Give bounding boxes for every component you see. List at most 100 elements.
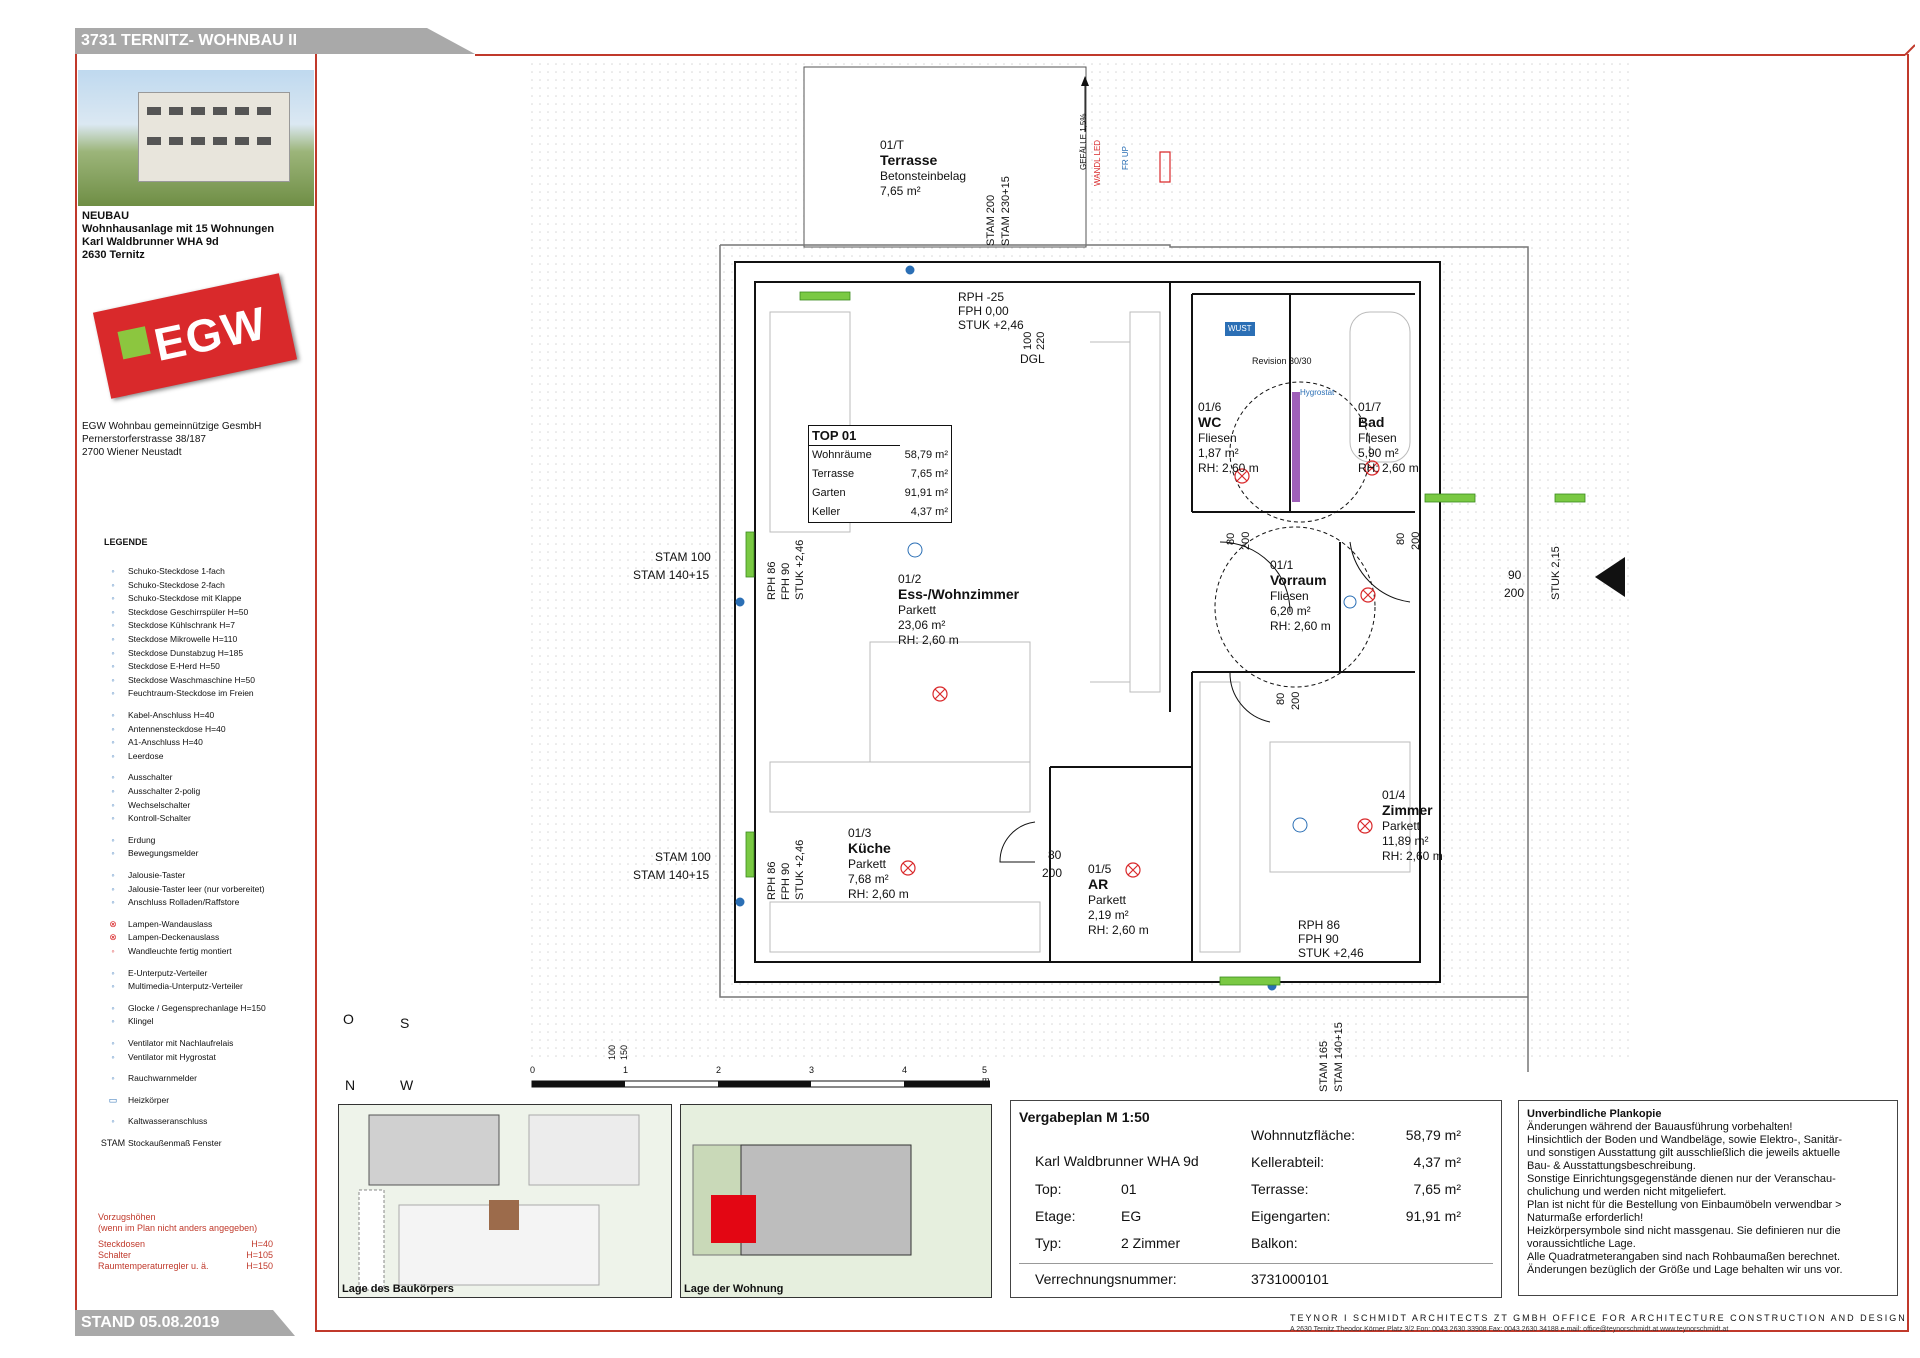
minimap-building-caption: Lage des Baukörpers [342, 1283, 454, 1295]
room-ar-nr: 01/5 [1088, 862, 1112, 876]
room-vorraum-rh: RH: 2,60 m [1270, 619, 1331, 633]
project-line-1: NEUBAU [82, 210, 130, 222]
legend-item-label: Jalousie-Taster [128, 870, 186, 880]
notes-line: Heizkörpersymbole sind nicht massgenau. … [1527, 1225, 1841, 1237]
room-kueche-name: Küche [848, 840, 891, 856]
legend-item: ◦Ventilator mit Hygrostat [98, 1052, 215, 1062]
info-right-label: Terrasse: [1251, 1181, 1309, 1197]
room-terrasse-nr: 01/T [880, 138, 905, 152]
info-right-value: 4,37 m² [1413, 1154, 1461, 1170]
vz-sub: (wenn im Plan nicht anders angegeben) [98, 1223, 258, 1233]
notes-line: Änderungen bezüglich der Größe und Lage … [1527, 1264, 1843, 1276]
legend-item: ◦ Antennensteckdose H=40 [98, 723, 226, 734]
legend-item-label: Stockaußenmaß Fenster [128, 1138, 222, 1148]
legend-symbol-icon: ◦ [111, 593, 115, 604]
label-gefaelle: GEFÄLLE 1,5% [1079, 113, 1088, 170]
room-ar-mat: Parkett [1088, 893, 1127, 907]
legend-symbol-icon: ◦ [111, 1073, 115, 1084]
vorzugshoehen: Vorzugshöhen (wenn im Plan nicht anders … [98, 1212, 273, 1272]
legend-item: ◦Ausschalter [98, 772, 172, 782]
legend-symbol-icon: ◦ [111, 723, 115, 734]
legend-item: ◦Klingel [98, 1016, 153, 1026]
room-kueche-area: 7,68 m² [848, 872, 889, 886]
info-right-value: 91,91 m² [1405, 1208, 1461, 1224]
legend-item-label: Antennensteckdose H=40 [128, 723, 226, 734]
info-right-label: Balkon: [1251, 1235, 1298, 1251]
notes-line: Naturmaße erforderlich! [1527, 1212, 1644, 1224]
dim-stam140-a: STAM 140+15 [633, 568, 710, 582]
room-wc-name: WC [1198, 414, 1222, 430]
top-row-label: Garten [812, 487, 846, 499]
room-terrasse-name: Terrasse [880, 152, 938, 168]
company-address: EGW Wohnbau gemeinnützige GesmbH Perners… [82, 420, 261, 459]
legend-symbol-icon: ◦ [111, 674, 115, 685]
legend-symbol-icon: ◦ [111, 606, 115, 617]
legend-symbol-icon: ◦ [111, 772, 115, 783]
legend-item: ◦Multimedia-Unterputz-Verteiler [98, 981, 242, 991]
dim-150: 150 [619, 1044, 629, 1060]
scale-label: 0 [530, 1065, 536, 1075]
project-line-4: 2630 Ternitz [82, 249, 145, 261]
dim-wc-200: 200 [1240, 531, 1252, 550]
legend-item-label: Lampen-Deckenauslass [128, 932, 220, 943]
room-vorraum-area: 6,20 m² [1270, 604, 1311, 618]
dim-stuk-a: STUK +2,46 [794, 539, 806, 600]
legend-item-label: Kontroll-Schalter [128, 813, 191, 824]
legend-item-label: Kaltwasseranschluss [128, 1116, 208, 1127]
legend-symbol-icon: STAM [100, 1138, 126, 1148]
dim-stam140-c: STAM 140+15 [1333, 1022, 1345, 1092]
dim-100-b: 100 [607, 1044, 617, 1060]
dim-fph: FPH 0,00 [958, 304, 1009, 318]
legend-item: ◦Steckdose Dunstabzug H=185 [98, 648, 243, 658]
legend-item-label: Ausschalter 2-polig [128, 786, 201, 796]
room-wc-area: 1,87 m² [1198, 446, 1239, 460]
room-ar: 01/5 AR Parkett 2,19 m² RH: 2,60 m [1088, 862, 1149, 938]
room-wohn-mat: Parkett [898, 603, 937, 617]
dim-rph86-c: RPH 86 [1298, 918, 1341, 932]
room-ar-rh: RH: 2,60 m [1088, 923, 1149, 937]
legend-symbol-icon: ◦ [111, 1038, 115, 1048]
info-row-value: 01 [1121, 1181, 1137, 1197]
room-terrasse: 01/T Terrasse Betonsteinbelag 7,65 m² [880, 138, 966, 199]
dim-rph: RPH -25 [958, 290, 1005, 304]
dim-ar-200: 200 [1042, 866, 1063, 880]
legend-item-label: Jalousie-Taster leer (nur vorbereitet) [128, 883, 265, 894]
info-right-label: Kellerabteil: [1251, 1154, 1325, 1170]
room-bad-area: 5,90 m² [1358, 446, 1399, 460]
legend-item-label: Wandleuchte fertig montiert [128, 946, 232, 956]
notes-line: Sonstige Einrichtungsgegenstände dienen … [1527, 1173, 1836, 1185]
room-kueche-mat: Parkett [848, 857, 887, 871]
notes-line: und sonstigen Ausstattung gilt ausschlie… [1527, 1147, 1841, 1159]
room-zimmer: 01/4 Zimmer Parkett 11,89 m² RH: 2,60 m [1382, 788, 1443, 864]
legend-item-label: Bewegungsmelder [128, 848, 199, 859]
legend-item-label: Steckdose E-Herd H=50 [128, 661, 220, 672]
room-vorraum-mat: Fliesen [1270, 589, 1309, 603]
scale-label: 3 [809, 1065, 815, 1075]
legend-symbol-icon: ◦ [111, 688, 115, 699]
legend-item-label: Schuko-Steckdose mit Klappe [128, 593, 242, 604]
room-vorraum-nr: 01/1 [1270, 558, 1294, 572]
room-vorraum: 01/1 Vorraum Fliesen 6,20 m² RH: 2,60 m [1270, 558, 1331, 634]
legend-symbol-icon: ◦ [111, 634, 115, 644]
legend-item-label: Wechselschalter [128, 799, 191, 810]
room-ar-area: 2,19 m² [1088, 908, 1129, 922]
legend-symbol-icon: ◦ [111, 883, 115, 894]
notes-line: voraussichtliche Lage. [1527, 1238, 1636, 1250]
legend-symbol-icon: ◦ [111, 1002, 115, 1013]
info-row-value: EG [1121, 1208, 1142, 1224]
top-row-label: Wohnräume [812, 449, 872, 461]
project-line-3: Karl Waldbrunner WHA 9d [82, 236, 219, 248]
legend-item: ◦Ausschalter 2-polig [98, 786, 200, 796]
legend-item: ◦Glocke / Gegensprechanlage H=150 [98, 1002, 265, 1013]
info-vrn-label: Verrechnungsnummer: [1035, 1271, 1177, 1287]
legend-item: ▭Heizkörper [98, 1095, 169, 1106]
legend-item-label: Schuko-Steckdose 1-fach [128, 566, 225, 576]
info-right-label: Eigengarten: [1251, 1208, 1331, 1224]
notes-title: Unverbindliche Plankopie [1527, 1108, 1662, 1120]
room-wc: 01/6 WC Fliesen 1,87 m² RH: 2,60 m [1198, 400, 1259, 476]
compass-n: N [345, 1077, 356, 1093]
room-wohn-nr: 01/2 [898, 572, 922, 586]
top-table-title: TOP 01 [809, 426, 900, 446]
